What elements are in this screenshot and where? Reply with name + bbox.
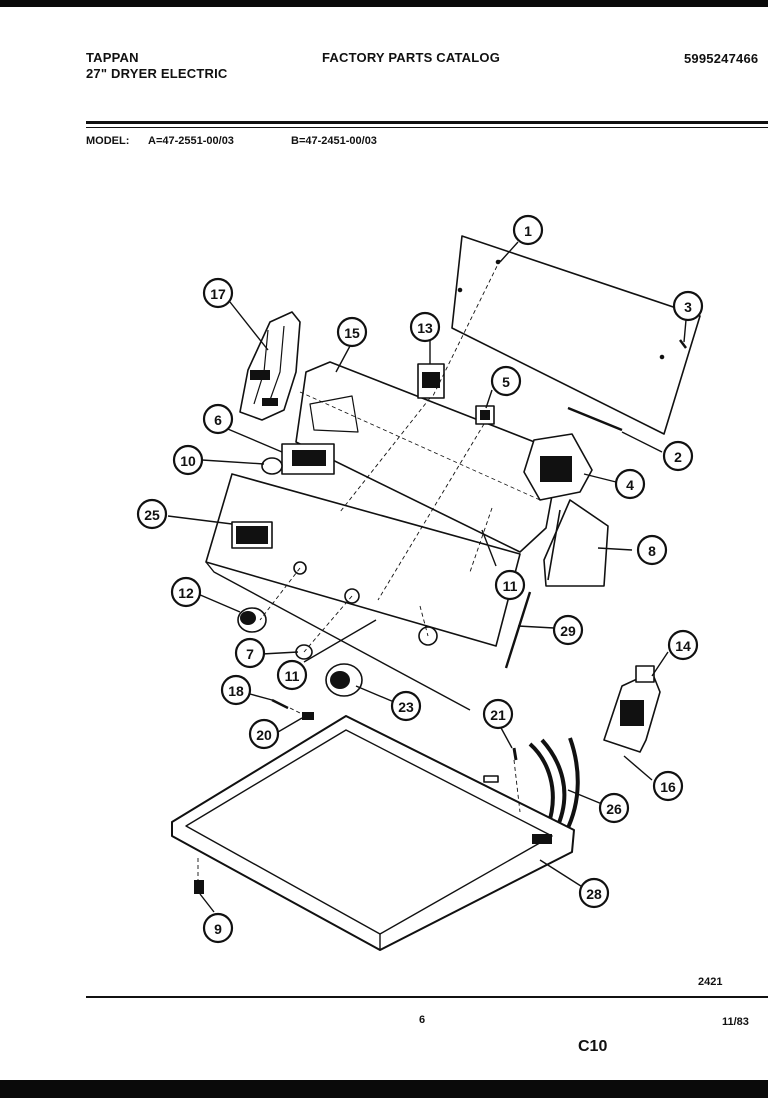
callout-6: 6 bbox=[202, 403, 234, 435]
callout-label: 11 bbox=[285, 668, 300, 684]
screw-part-3 bbox=[679, 339, 687, 349]
callout-label: 7 bbox=[246, 646, 254, 662]
callout-label: 11 bbox=[503, 578, 518, 594]
callout-label: 3 bbox=[684, 299, 692, 315]
callout-label: 13 bbox=[417, 320, 433, 336]
callout-15: 15 bbox=[336, 316, 368, 348]
callout-label: 12 bbox=[178, 585, 194, 601]
end-cap-part-8 bbox=[543, 499, 609, 587]
product-label: 27" DRYER ELECTRIC bbox=[86, 66, 228, 81]
top-black-band bbox=[0, 0, 768, 7]
bracket-part-17 bbox=[239, 311, 301, 421]
callout-label: 1 bbox=[524, 223, 532, 239]
callout-label: 16 bbox=[660, 779, 676, 795]
callout-20: 20 bbox=[248, 718, 280, 750]
callout-9: 9 bbox=[202, 912, 234, 944]
screw-part-21 bbox=[512, 747, 518, 761]
footer-rule bbox=[86, 996, 768, 998]
callout-4: 4 bbox=[614, 468, 646, 500]
callout-label: 2 bbox=[674, 449, 682, 465]
callout-21: 21 bbox=[482, 698, 514, 730]
callout-5: 5 bbox=[490, 365, 522, 397]
figure-code: 2421 bbox=[698, 976, 723, 988]
callout-25: 25 bbox=[136, 498, 168, 530]
catalog-title: FACTORY PARTS CATALOG bbox=[322, 50, 501, 65]
callout-label: 28 bbox=[586, 886, 602, 902]
callout-label: 6 bbox=[214, 412, 222, 428]
section-code: C10 bbox=[578, 1038, 608, 1055]
header-rule-top bbox=[86, 121, 768, 124]
callout-17: 17 bbox=[202, 277, 234, 309]
callout-13: 13 bbox=[409, 311, 441, 343]
callout-label: 4 bbox=[626, 477, 634, 493]
callout-label: 29 bbox=[560, 623, 576, 639]
callout-10: 10 bbox=[172, 444, 204, 476]
callout-16: 16 bbox=[652, 770, 684, 802]
brand-label: TAPPAN bbox=[86, 50, 139, 65]
callout-label: 10 bbox=[180, 453, 196, 469]
callout-12: 12 bbox=[170, 576, 202, 608]
page-number: 6 bbox=[419, 1014, 426, 1026]
rear-panel bbox=[451, 235, 701, 435]
callout-label: 9 bbox=[214, 921, 222, 937]
callout-1: 1 bbox=[512, 214, 544, 246]
callout-7: 7 bbox=[234, 637, 266, 669]
issue-date: 11/83 bbox=[722, 1016, 749, 1028]
callout-label: 20 bbox=[256, 727, 272, 743]
callout-11: 11 bbox=[276, 659, 308, 691]
screw-part-20 bbox=[302, 712, 314, 720]
callout-2: 2 bbox=[662, 440, 694, 472]
callout-label: 25 bbox=[144, 507, 160, 523]
callout-label: 26 bbox=[606, 801, 622, 817]
clip-part-18 bbox=[271, 698, 289, 710]
callout-8: 8 bbox=[636, 534, 668, 566]
callout-label: 14 bbox=[675, 638, 691, 654]
callout-23: 23 bbox=[390, 690, 422, 722]
callout-label: 23 bbox=[398, 699, 414, 715]
callout-11: 11 bbox=[494, 569, 526, 601]
rod-part-2 bbox=[567, 406, 623, 432]
callout-label: 21 bbox=[490, 707, 506, 723]
console-front bbox=[205, 473, 521, 647]
rod-part-29 bbox=[504, 591, 532, 669]
bottom-black-band bbox=[0, 1080, 768, 1098]
callout-label: 15 bbox=[344, 325, 360, 341]
part-number: 5995247466 bbox=[684, 51, 759, 66]
model-a: A=47-2551-00/03 bbox=[148, 135, 234, 147]
callout-3: 3 bbox=[672, 290, 704, 322]
model-b: B=47-2451-00/03 bbox=[291, 135, 377, 147]
callout-29: 29 bbox=[552, 614, 584, 646]
callout-label: 18 bbox=[228, 683, 244, 699]
callout-28: 28 bbox=[578, 877, 610, 909]
control-panel-back bbox=[295, 361, 561, 553]
callout-14: 14 bbox=[667, 629, 699, 661]
callout-18: 18 bbox=[220, 674, 252, 706]
model-label: MODEL: bbox=[86, 135, 130, 147]
wire-harness-part-26 bbox=[528, 742, 555, 827]
callout-label: 5 bbox=[502, 374, 510, 390]
screw-part-9 bbox=[194, 880, 204, 894]
callout-label: 17 bbox=[210, 286, 226, 302]
callout-26: 26 bbox=[598, 792, 630, 824]
lamp-part-10 bbox=[261, 457, 283, 475]
header-rule-bottom bbox=[86, 127, 768, 128]
callout-label: 8 bbox=[648, 543, 656, 559]
